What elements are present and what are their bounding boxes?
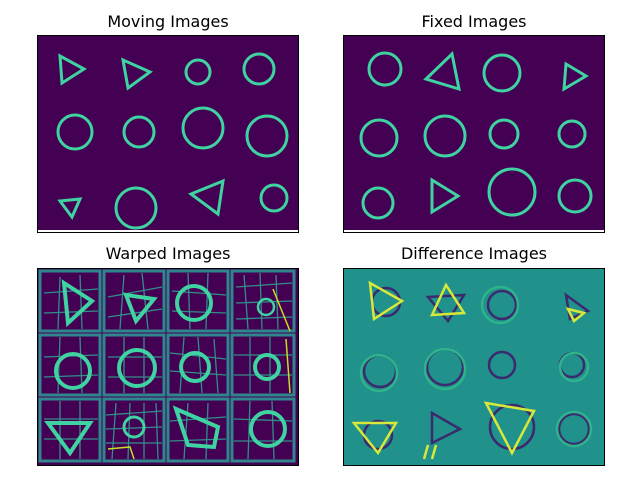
fixed-circle-5 [488,118,520,150]
warped-circle-2 [256,297,276,317]
warped-triangle-1 [61,279,96,328]
warped-circle-8 [249,410,287,448]
moving-images-canvas [38,36,298,232]
diff-light-band-1 [422,444,438,460]
fixed-circle-4 [423,114,467,158]
moving-images-title: Moving Images [107,12,229,31]
diff-light-circle-4 [558,351,590,383]
difference-images-title: Difference Images [400,244,547,263]
fixed-circle-9 [557,178,593,214]
warped-band [172,405,221,450]
moving-circle-6 [245,114,289,158]
diff-light-triangle-3 [565,307,587,323]
diff-light-triangle-1 [368,280,405,322]
moving-triangle-1 [58,53,87,86]
warped-circle-7 [122,415,146,439]
diff-light-triangle-4 [351,421,399,456]
fixed-bottom-strip [344,230,604,232]
diff-light-triangle-2 [429,282,467,317]
moving-bottom-strip [38,230,298,232]
moving-circle-5 [181,106,225,150]
diff-dark-circle-8 [488,403,536,451]
warped-images-title: Warped Images [105,244,231,263]
difference-images-panel [343,268,605,466]
diff-dark-circle-9 [557,412,591,446]
moving-circle-3 [56,113,94,151]
diff-light-circle-1 [480,285,520,325]
moving-circle-7 [114,186,158,230]
warped-triangle-2 [122,292,158,325]
moving-triangle-2 [121,57,153,91]
warped-circle-6 [253,353,281,381]
diff-dark-circle-2 [486,289,518,321]
fixed-circle-3 [359,118,399,158]
fixed-triangle-1 [423,51,461,92]
fixed-images-panel [343,35,605,233]
diff-dark-triangle-1 [425,293,467,324]
warped-circle-3 [54,352,92,390]
warped-images-canvas [38,269,298,465]
diff-dark-triangle-3 [430,410,463,446]
moving-circle-1 [184,58,212,86]
fixed-circle-7 [361,186,395,220]
warped-images-panel [37,268,299,466]
moving-circle-8 [259,183,289,213]
moving-triangle-4 [187,178,225,217]
fixed-triangle-2 [562,61,589,92]
fixed-images-title: Fixed Images [421,12,527,31]
fixed-circle-1 [367,51,403,87]
fixed-images-canvas [344,36,604,232]
fixed-circle-8 [487,167,537,217]
moving-circle-2 [242,52,276,86]
warped-highlight-1 [272,288,291,332]
diff-dark-triangle-2 [564,292,591,321]
diff-dark-circle-5 [487,350,517,380]
diff-light-circle-5 [555,410,593,448]
moving-circle-4 [122,115,156,149]
moving-images-panel [37,35,299,233]
diff-light-circle-2 [359,353,399,393]
warped-highlight-2 [285,338,291,394]
warped-highlight-3 [107,446,135,460]
fixed-circle-2 [482,53,522,93]
diff-light-triangle-5 [483,401,536,456]
warped-circle-5 [179,351,211,383]
moving-triangle-3 [57,197,83,220]
diff-light-circle-3 [423,347,467,391]
fixed-triangle-3 [430,177,461,215]
warped-circle-1 [175,284,213,322]
difference-images-canvas [344,269,604,465]
warped-circle-4 [117,348,157,388]
warped-triangle-3 [44,421,94,457]
fixed-circle-6 [557,119,587,149]
